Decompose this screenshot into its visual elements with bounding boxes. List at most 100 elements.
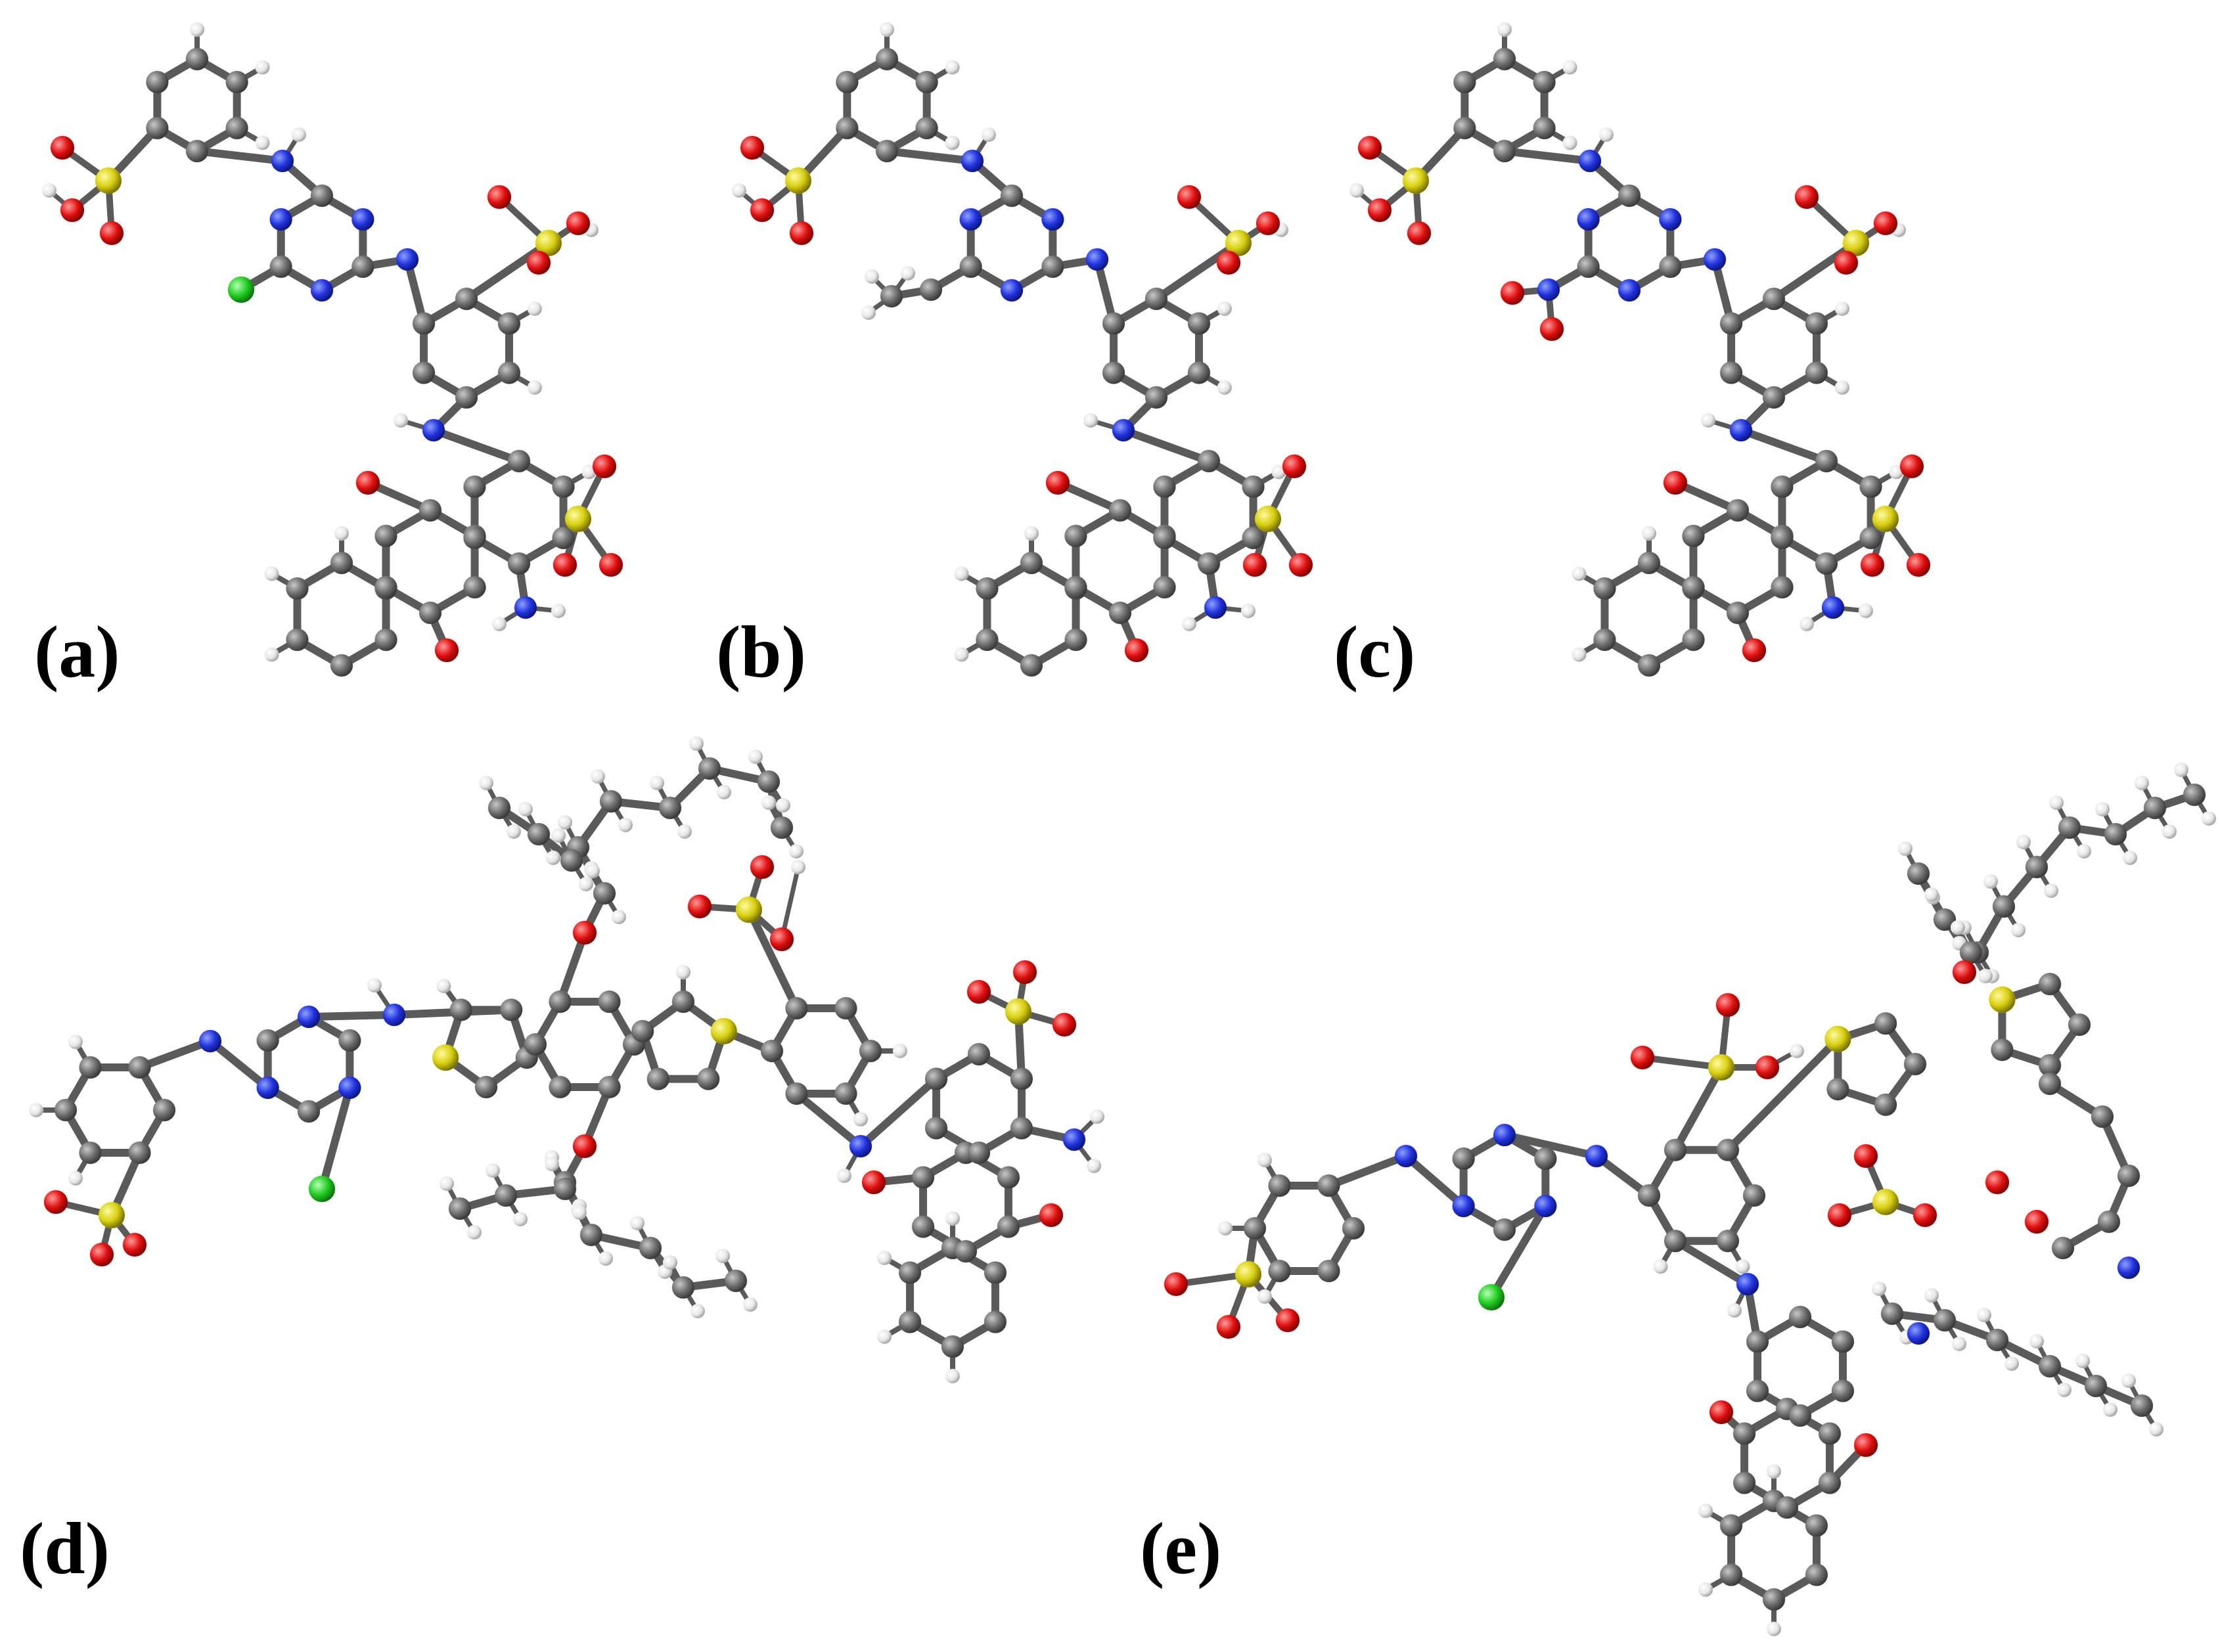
panel-label-e: (e) bbox=[1140, 1508, 1221, 1590]
carbon-atom bbox=[1317, 1259, 1340, 1283]
carbon-atom bbox=[285, 577, 309, 600]
carbon-atom bbox=[1108, 499, 1132, 522]
nitrogen-atom bbox=[2117, 1256, 2141, 1280]
nitrogen-atom bbox=[1204, 596, 1227, 619]
carbon-atom bbox=[1681, 524, 1705, 548]
carbon-atom bbox=[880, 284, 903, 308]
hydrogen-atom bbox=[629, 1215, 645, 1231]
oxygen-atom bbox=[487, 185, 512, 210]
carbon-atom bbox=[1818, 1422, 1842, 1445]
hydrogen-atom bbox=[572, 1205, 587, 1220]
hydrogen-atom bbox=[945, 135, 961, 150]
hydrogen-atom bbox=[1089, 1109, 1105, 1125]
carbon-atom bbox=[1268, 1174, 1291, 1197]
hydrogen-atom bbox=[2162, 824, 2177, 839]
oxygen-atom bbox=[1282, 454, 1307, 479]
bond bbox=[792, 1089, 865, 1150]
hydrogen-atom bbox=[649, 775, 665, 791]
carbon-atom bbox=[412, 361, 436, 384]
carbon-atom bbox=[579, 1223, 603, 1247]
hydrogen-atom bbox=[2029, 1333, 2045, 1349]
carbon-atom bbox=[499, 998, 523, 1021]
hydrogen-atom bbox=[788, 843, 804, 859]
carbon-atom bbox=[2183, 783, 2206, 807]
hydrogen-atom bbox=[1653, 1259, 1668, 1274]
hydrogen-atom bbox=[263, 647, 279, 662]
hydrogen-atom bbox=[2076, 843, 2092, 859]
carbon-atom bbox=[941, 1335, 964, 1358]
hydrogen-atom bbox=[436, 978, 451, 994]
carbon-atom bbox=[1533, 116, 1556, 140]
nitrogen-atom bbox=[256, 1076, 280, 1100]
carbon-atom bbox=[698, 757, 721, 780]
nitrogen-atom bbox=[310, 279, 334, 302]
carbon-atom bbox=[374, 628, 398, 652]
carbon-atom bbox=[256, 1029, 280, 1052]
hydrogen-atom bbox=[466, 1224, 482, 1240]
hydrogen-atom bbox=[1950, 920, 1966, 935]
hydrogen-atom bbox=[255, 135, 271, 150]
hydrogen-atom bbox=[1240, 603, 1256, 619]
hydrogen-atom bbox=[1024, 525, 1039, 541]
bond bbox=[883, 147, 976, 165]
carbon-atom bbox=[1762, 287, 1786, 311]
carbon-atom bbox=[1716, 1229, 1740, 1253]
carbon-atom bbox=[911, 1166, 935, 1189]
bond bbox=[318, 1084, 354, 1193]
carbon-atom bbox=[898, 1261, 922, 1284]
sulfur-atom bbox=[735, 896, 763, 924]
hydrogen-atom bbox=[876, 1329, 892, 1345]
carbon-atom bbox=[1818, 1471, 1842, 1494]
carbon-atom bbox=[1197, 449, 1221, 473]
carbon-atom bbox=[1815, 449, 1838, 473]
oxygen-atom bbox=[1985, 1170, 2010, 1195]
hydrogen-atom bbox=[2075, 1353, 2091, 1369]
hydrogen-atom bbox=[1217, 380, 1233, 395]
carbon-atom bbox=[553, 1177, 577, 1201]
hydrogen-atom bbox=[1897, 841, 1913, 857]
oxygen-atom bbox=[566, 211, 591, 236]
nitrogen-atom bbox=[1394, 1144, 1418, 1168]
oxygen-atom bbox=[1715, 993, 1740, 1017]
hydrogen-atom bbox=[689, 736, 704, 751]
panel-label-c: (c) bbox=[1334, 612, 1415, 693]
hydrogen-atom bbox=[1181, 616, 1197, 632]
carbon-atom bbox=[497, 312, 521, 335]
nitrogen-atom bbox=[1907, 1322, 1930, 1345]
hydrogen-atom bbox=[1983, 874, 1999, 889]
oxygen-atom bbox=[1052, 1012, 1077, 1037]
carbon-atom bbox=[1719, 312, 1743, 335]
carbon-atom bbox=[552, 475, 576, 499]
hydrogen-atom bbox=[1571, 566, 1587, 581]
carbon-atom bbox=[834, 1082, 857, 1105]
oxygen-atom bbox=[1124, 638, 1149, 663]
hydrogen-atom bbox=[1562, 135, 1578, 150]
carbon-atom bbox=[834, 996, 857, 1020]
carbon-atom bbox=[785, 996, 808, 1020]
carbon-atom bbox=[919, 278, 943, 301]
carbon-atom bbox=[2130, 1394, 2154, 1418]
nitrogen-atom bbox=[1452, 1194, 1476, 1218]
carbon-atom bbox=[975, 628, 999, 652]
hydrogen-atom bbox=[864, 269, 880, 284]
carbon-atom bbox=[1243, 1217, 1267, 1240]
carbon-atom bbox=[915, 116, 939, 140]
carbon-atom bbox=[128, 1141, 151, 1165]
carbon-atom bbox=[724, 1269, 748, 1293]
oxygen-atom bbox=[1500, 280, 1525, 305]
hydrogen-atom bbox=[1598, 127, 1614, 143]
hydrogen-atom bbox=[1217, 1220, 1233, 1236]
oxygen-atom bbox=[1873, 211, 1898, 236]
oxygen-atom bbox=[861, 1170, 886, 1195]
sulfur-atom bbox=[1708, 1054, 1735, 1081]
carbon-atom bbox=[1719, 1563, 1743, 1586]
hydrogen-atom bbox=[393, 413, 409, 428]
hydrogen-atom bbox=[876, 1250, 892, 1266]
carbon-atom bbox=[696, 1067, 720, 1091]
hydrogen-atom bbox=[478, 775, 494, 791]
hydrogen-atom bbox=[2010, 922, 2026, 938]
oxygen-atom bbox=[1039, 1203, 1064, 1228]
nitrogen-atom bbox=[1041, 208, 1064, 231]
carbon-atom bbox=[1000, 184, 1024, 208]
oxygen-atom bbox=[1164, 1272, 1189, 1297]
